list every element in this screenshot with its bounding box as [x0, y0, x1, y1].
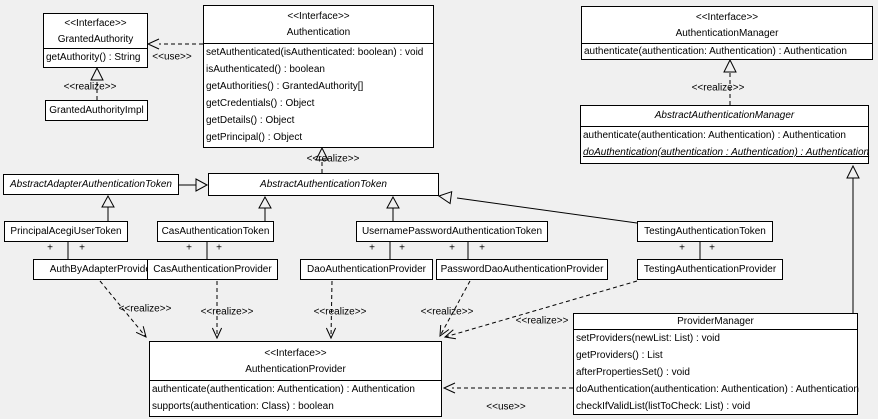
class-name: AuthByAdapterProvider [49, 263, 155, 275]
class-cas-authentication-provider: CasAuthenticationProvider [147, 259, 278, 280]
method-abstract: doAuthentication(authentication : Authen… [583, 147, 870, 158]
class-name: AuthenticationManager [675, 28, 779, 39]
multiplicity-label: + [186, 242, 192, 254]
multiplicity-label: + [709, 242, 715, 254]
stereotype-label: <<Interface>> [287, 11, 350, 22]
realize-label: <<realize>> [306, 153, 360, 165]
edge-realize-provider [99, 280, 638, 340]
class-header: ProviderManager [574, 314, 857, 330]
method: afterPropertiesSet() : void [576, 367, 690, 378]
stereotype-label: <<Interface>> [695, 12, 759, 23]
method: supports(authentication: Class) : boolea… [152, 401, 334, 412]
realize-label: <<realize>> [313, 306, 367, 318]
class-cas-authentication-token: CasAuthenticationToken [157, 221, 274, 242]
realize-label: <<realize>> [691, 82, 745, 94]
realize-label: <<realize>> [118, 303, 172, 315]
class-name: PrincipalAcegiUserToken [10, 225, 122, 237]
multiplicity-label: + [679, 242, 685, 254]
realize-label: <<realize>> [515, 315, 569, 327]
multiplicity-label: + [449, 242, 455, 254]
class-header: <<Interface>> GrantedAuthority [44, 14, 147, 49]
class-password-dao-authentication-provider: PasswordDaoAuthenticationProvider [436, 259, 608, 280]
class-name: AbstractAuthenticationManager [654, 110, 795, 121]
realize-label: <<realize>> [420, 306, 474, 318]
class-name: Authentication [286, 27, 351, 38]
class-granted-authority: <<Interface>> GrantedAuthority getAuthor… [43, 13, 148, 68]
class-granted-authority-impl: GrantedAuthorityImpl [45, 100, 148, 121]
method: getAuthority() : String [46, 52, 141, 63]
class-name: UsernamePasswordAuthenticationToken [361, 225, 543, 237]
class-name: GrantedAuthority [57, 34, 134, 45]
method: getCredentials() : Object [206, 98, 315, 109]
multiplicity-label: + [79, 242, 85, 254]
class-abstract-authentication-manager: AbstractAuthenticationManager authentica… [580, 105, 869, 164]
method: getAuthorities() : GrantedAuthority[] [206, 81, 364, 92]
class-header: AbstractAuthenticationManager [581, 106, 868, 127]
edge-realize-triangles [90, 58, 737, 173]
class-name: ProviderManager [677, 316, 754, 327]
class-principal-acegi-user-token: PrincipalAcegiUserToken [4, 221, 128, 242]
method: getDetails() : Object [206, 115, 295, 126]
class-name: AuthenticationProvider [245, 364, 346, 375]
class-abstract-authentication-token: AbstractAuthenticationToken [208, 173, 439, 196]
class-name: DaoAuthenticationProvider [307, 263, 426, 275]
method: authenticate(authentication: Authenticat… [152, 384, 415, 395]
multiplicity-label: + [216, 242, 222, 254]
class-testing-authentication-provider: TestingAuthenticationProvider [637, 259, 783, 280]
use-label: <<use>> [486, 401, 526, 413]
class-name: AbstractAdapterAuthenticationToken [10, 178, 172, 190]
class-name: PasswordDaoAuthenticationProvider [440, 263, 604, 275]
method: setProviders(newList: List) : void [576, 333, 720, 344]
multiplicity-label: + [47, 242, 53, 254]
class-authentication-provider: <<Interface>> AuthenticationProvider aut… [149, 341, 442, 417]
use-label: <<use>> [152, 51, 192, 63]
class-authentication: <<Interface>> Authentication setAuthenti… [203, 5, 434, 148]
class-name: TestingAuthenticationToken [644, 225, 766, 237]
method: checkIfValidList(listToCheck: List) : vo… [576, 401, 751, 412]
class-header: <<Interface>> AuthenticationManager [582, 7, 872, 44]
multiplicity-label: + [369, 242, 375, 254]
method: getProviders() : List [576, 350, 663, 361]
method: authenticate(authentication: Authenticat… [584, 46, 847, 57]
stereotype-label: <<Interface>> [264, 348, 327, 359]
class-provider-manager: ProviderManager setProviders(newList: Li… [573, 313, 859, 415]
multiplicity-label: + [399, 242, 405, 254]
class-testing-authentication-token: TestingAuthenticationToken [637, 221, 773, 242]
method: isAuthenticated() : boolean [206, 64, 325, 75]
class-dao-authentication-provider: DaoAuthenticationProvider [300, 259, 433, 280]
class-authentication-manager: <<Interface>> AuthenticationManager auth… [581, 6, 873, 60]
realize-label: <<realize>> [200, 306, 254, 318]
class-username-password-authentication-token: UsernamePasswordAuthenticationToken [356, 221, 548, 242]
method: doAuthentication(authentication: Authent… [576, 384, 859, 395]
realize-label: <<realize>> [63, 81, 117, 93]
class-name: CasAuthenticationProvider [153, 263, 272, 275]
class-name: CasAuthenticationToken [161, 225, 270, 237]
method: setAuthenticated(isAuthenticated: boolea… [206, 47, 424, 58]
class-header: <<Interface>> AuthenticationProvider [150, 342, 441, 381]
class-name: TestingAuthenticationProvider [643, 263, 777, 275]
edge-association-lines [67, 242, 701, 259]
edge-use [146, 38, 573, 394]
class-header: <<Interface>> Authentication [204, 6, 433, 44]
method: getPrincipal() : Object [206, 132, 303, 143]
method: authenticate(authentication: Authenticat… [583, 130, 846, 141]
stereotype-label: <<Interface>> [64, 18, 127, 29]
multiplicity-label: + [479, 242, 485, 254]
class-abstract-adapter-authentication-token: AbstractAdapterAuthenticationToken [3, 174, 179, 195]
edge-generalizations [101, 164, 860, 313]
class-name: GrantedAuthorityImpl [49, 104, 144, 116]
class-name: AbstractAuthenticationToken [260, 178, 387, 190]
